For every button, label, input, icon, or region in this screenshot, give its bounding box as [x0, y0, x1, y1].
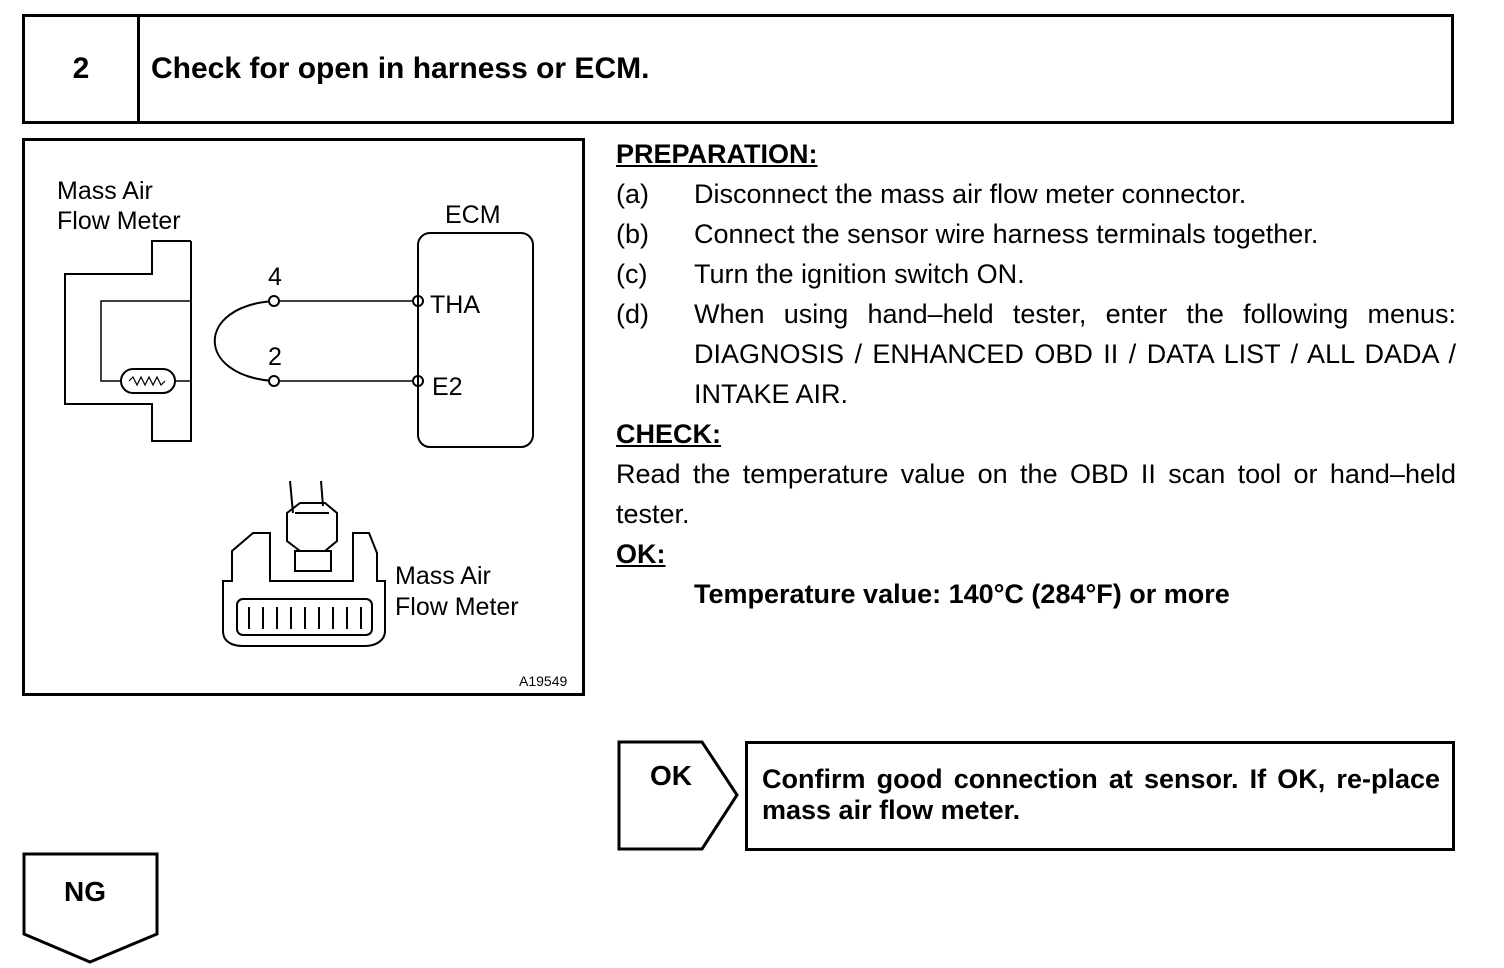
thermistor-zigzag	[128, 375, 166, 387]
jumper-wire	[213, 300, 275, 382]
prep-step-label: (a)	[616, 179, 649, 209]
terminal-4-dot	[268, 295, 280, 307]
wiring-diagram: Mass Air Flow Meter ECM 4 2 THA E2 Mass …	[57, 177, 567, 689]
terminal-2-dot	[268, 375, 280, 387]
ecm-label: ECM	[445, 201, 501, 229]
sensor-label-line1: Mass Air	[57, 177, 153, 205]
prep-step-text: When using hand–held tester, enter the f…	[694, 299, 1456, 409]
prep-step-label: (c)	[616, 259, 648, 289]
ok-arrow-shape	[617, 740, 739, 851]
ok-result-text: Confirm good connection at sensor. If OK…	[762, 764, 1440, 825]
ecm-box	[417, 232, 534, 448]
preparation-heading: PREPARATION:	[616, 139, 818, 169]
step-number: 2	[25, 17, 140, 121]
sensor-internal-wire	[100, 300, 191, 382]
wiring-diagram-figure: Mass Air Flow Meter ECM 4 2 THA E2 Mass …	[22, 138, 585, 696]
sensor-housing	[64, 240, 192, 442]
prep-step-label: (b)	[616, 219, 649, 249]
connector-illustration	[222, 480, 386, 647]
step-header: 2 Check for open in harness or ECM.	[22, 14, 1454, 124]
figure-id: A19549	[519, 673, 567, 689]
ok-spec-text: Temperature value: 140°C (284°F) or more	[694, 579, 1230, 609]
connector-label-line2: Flow Meter	[395, 593, 519, 621]
ecm-tha-label: THA	[430, 291, 480, 319]
ng-branch-label: NG	[64, 876, 106, 907]
terminal-2-label: 2	[268, 343, 282, 371]
prep-step-a: (a) Disconnect the mass air flow meter c…	[616, 174, 1456, 214]
terminal-4-label: 4	[268, 263, 282, 291]
prep-step-label: (d)	[616, 299, 649, 329]
ng-arrow-shape	[22, 852, 159, 964]
prep-step-b: (b) Connect the sensor wire harness term…	[616, 214, 1456, 254]
ok-spec-heading: OK:	[616, 539, 666, 569]
prep-step-d: (d) When using hand–held tester, enter t…	[616, 294, 1456, 414]
ecm-e2-label: E2	[432, 373, 463, 401]
prep-step-text: Turn the ignition switch ON.	[694, 259, 1025, 289]
step-title: Check for open in harness or ECM.	[151, 52, 650, 85]
prep-step-text: Connect the sensor wire harness terminal…	[694, 219, 1319, 249]
connector-label-line1: Mass Air	[395, 562, 491, 590]
procedure-text: PREPARATION: (a) Disconnect the mass air…	[616, 134, 1456, 614]
sensor-label-line2: Flow Meter	[57, 207, 181, 235]
prep-step-text: Disconnect the mass air flow meter conne…	[694, 179, 1247, 209]
ok-result-box: Confirm good connection at sensor. If OK…	[745, 741, 1455, 851]
ok-branch-label: OK	[650, 760, 692, 791]
check-heading: CHECK:	[616, 419, 721, 449]
check-text: Read the temperature value on the OBD II…	[616, 459, 1456, 529]
prep-step-c: (c) Turn the ignition switch ON.	[616, 254, 1456, 294]
